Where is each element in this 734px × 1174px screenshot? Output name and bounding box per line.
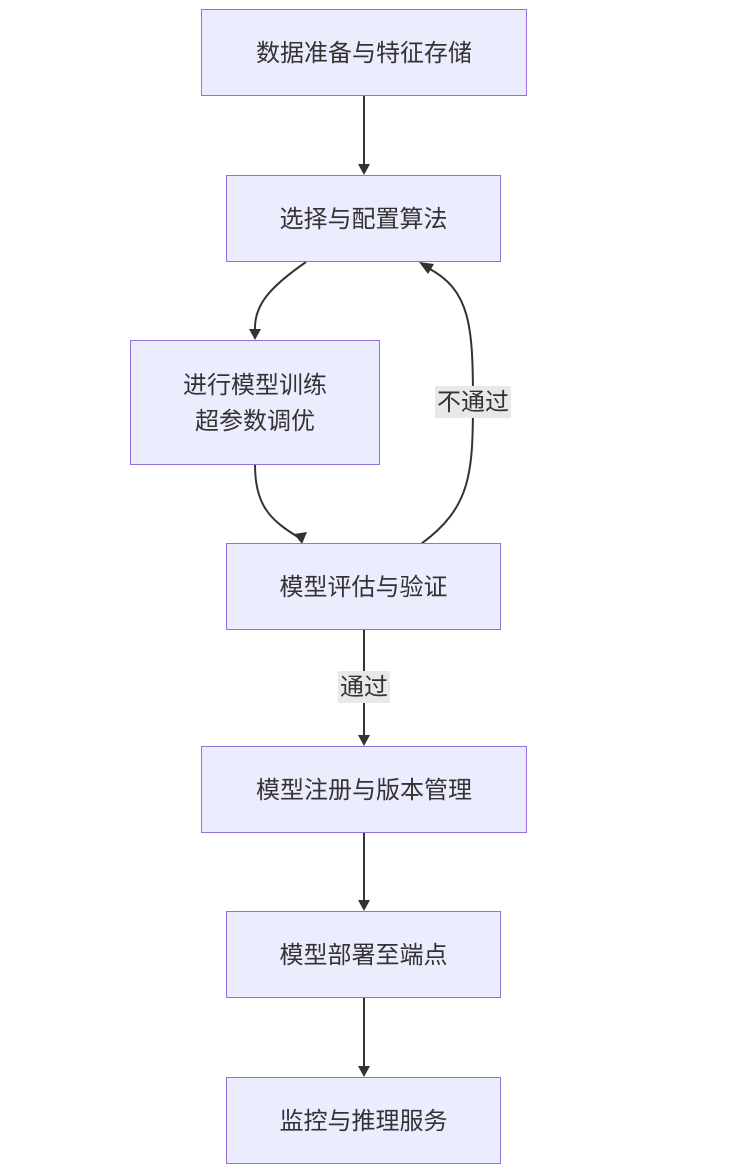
edge-select-algo-to-train bbox=[253, 261, 307, 331]
arrowhead-train bbox=[249, 329, 261, 340]
node-deploy: 模型部署至端点 bbox=[226, 911, 501, 998]
arrowhead-evaluate bbox=[294, 532, 307, 544]
node-evaluate: 模型评估与验证 bbox=[226, 543, 501, 630]
node-evaluate-label: 模型评估与验证 bbox=[279, 572, 448, 601]
node-train-label-line1: 进行模型训练 bbox=[183, 370, 327, 399]
node-data-prep: 数据准备与特征存储 bbox=[201, 9, 527, 96]
arrowhead-select-algo bbox=[358, 164, 370, 175]
node-monitor-label: 监控与推理服务 bbox=[279, 1106, 448, 1135]
arrowhead-select-algo-loop bbox=[419, 262, 434, 274]
node-register: 模型注册与版本管理 bbox=[201, 746, 527, 833]
node-deploy-label: 模型部署至端点 bbox=[279, 940, 448, 969]
node-train-label-line2: 超参数调优 bbox=[195, 406, 315, 435]
edge-label-fail: 不通过 bbox=[435, 386, 511, 418]
arrowhead-register bbox=[358, 735, 370, 746]
node-monitor: 监控与推理服务 bbox=[226, 1077, 501, 1164]
edge-label-pass: 通过 bbox=[338, 671, 390, 703]
node-train: 进行模型训练 超参数调优 bbox=[130, 340, 380, 465]
node-data-prep-label: 数据准备与特征存储 bbox=[256, 38, 472, 67]
node-select-algo-label: 选择与配置算法 bbox=[279, 204, 448, 233]
node-select-algo: 选择与配置算法 bbox=[226, 175, 501, 262]
edge-train-to-evaluate bbox=[254, 464, 299, 538]
arrowhead-deploy bbox=[358, 900, 370, 911]
node-register-label: 模型注册与版本管理 bbox=[256, 775, 472, 804]
arrowhead-monitor bbox=[358, 1066, 370, 1077]
